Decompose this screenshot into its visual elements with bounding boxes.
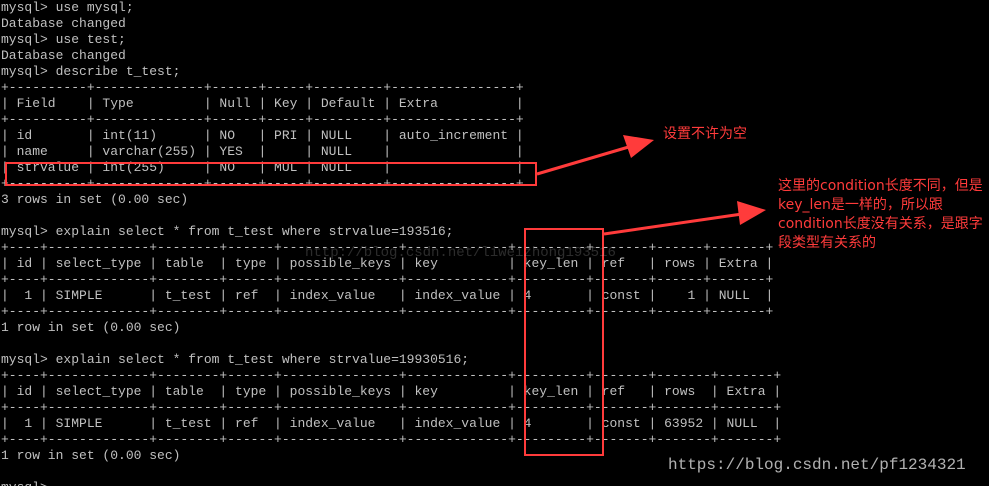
console-line: | 1 | SIMPLE | t_test | ref | index_valu…: [1, 416, 782, 431]
key-len-annotation: 这里的condition长度不同，但是key_len是一样的，所以跟condit…: [778, 178, 983, 251]
console-line: +----+-------------+--------+------+----…: [1, 368, 782, 383]
console-line: 3 rows in set (0.00 sec): [1, 192, 189, 207]
console-line: | id | select_type | table | type | poss…: [1, 256, 774, 271]
key-len-column-highlight: [524, 228, 604, 456]
console-line: mysql> use test;: [1, 32, 126, 47]
console-line: mysql> explain select * from t_test wher…: [1, 352, 470, 367]
console-line: mysql> describe t_test;: [1, 64, 181, 79]
console-line: | id | int(11) | NO | PRI | NULL | auto_…: [1, 128, 524, 143]
console-line: Database changed: [1, 48, 126, 63]
console-line: +----+-------------+--------+------+----…: [1, 400, 782, 415]
console-line: +----+-------------+--------+------+----…: [1, 304, 774, 319]
strvalue-row-highlight: [5, 162, 537, 186]
console-line: | id | select_type | table | type | poss…: [1, 384, 782, 399]
console-line: +----------+--------------+------+-----+…: [1, 112, 524, 127]
console-line: mysql>: [1, 480, 48, 486]
console-line: mysql> use mysql;: [1, 0, 134, 15]
watermark-center: http://blog.csdn.net/liweizhong193516: [305, 245, 616, 261]
console-line: Database changed: [1, 16, 126, 31]
console-line: | name | varchar(255) | YES | | NULL | |: [1, 144, 524, 159]
console-line: +----------+--------------+------+-----+…: [1, 176, 524, 191]
console-line: mysql> explain select * from t_test wher…: [1, 224, 454, 239]
console-line: 1 row in set (0.00 sec): [1, 320, 181, 335]
console-line: | 1 | SIMPLE | t_test | ref | index_valu…: [1, 288, 774, 303]
console-line: | Field | Type | Null | Key | Default | …: [1, 96, 524, 111]
console-line: +----+-------------+--------+------+----…: [1, 432, 782, 447]
console-line: 1 row in set (0.00 sec): [1, 448, 181, 463]
console-line: +----------+--------------+------+-----+…: [1, 80, 524, 95]
console-line: +----+-------------+--------+------+----…: [1, 272, 774, 287]
not-null-annotation: 设置不许为空: [663, 126, 747, 142]
console-line: +----+-------------+--------+------+----…: [1, 240, 774, 255]
watermark-corner: https://blog.csdn.net/pf1234321: [668, 456, 966, 474]
